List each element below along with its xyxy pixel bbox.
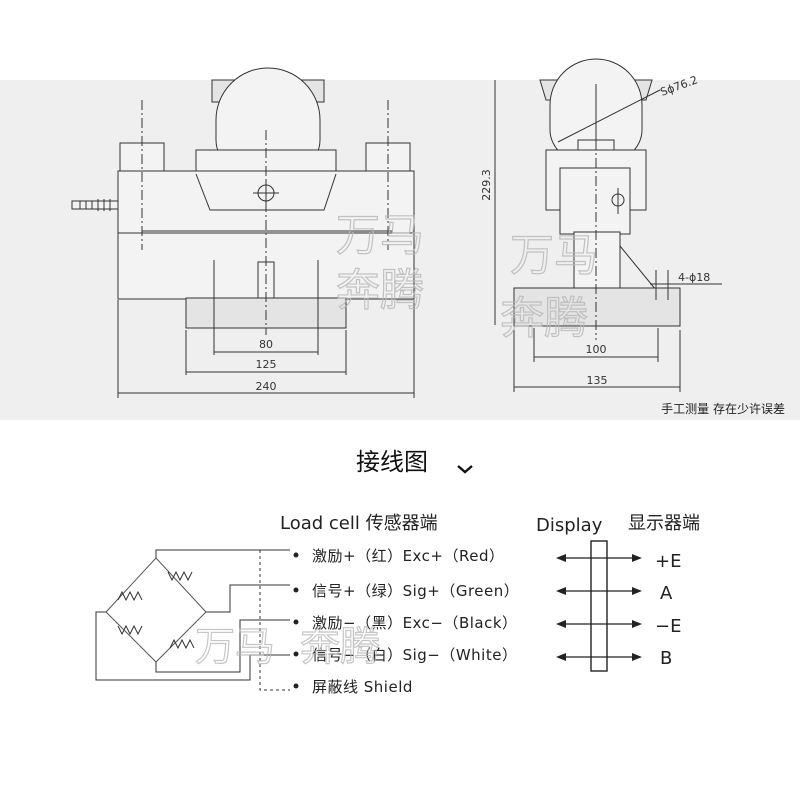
arrow-head-left-2 xyxy=(556,620,566,628)
connection-arrows xyxy=(556,554,642,661)
front-view: 80 125 240 xyxy=(71,67,415,398)
dim-holes: 4-ϕ18 xyxy=(678,271,710,284)
terminal-b: B xyxy=(660,648,672,669)
arrow-head-left-1 xyxy=(556,587,566,595)
watermark-3a: 万马 xyxy=(195,624,275,670)
watermark-2a: 万马 xyxy=(510,230,598,281)
arrow-head-left-0 xyxy=(556,554,566,562)
side-column xyxy=(573,231,621,291)
watermark-1b: 奔腾 xyxy=(336,265,424,316)
dim-229: 229.3 xyxy=(480,169,493,201)
dim-80: 80 xyxy=(259,338,273,351)
terminal-block xyxy=(590,540,608,672)
side-view: 229.3 Sϕ76.2 4-ϕ18 100 135 xyxy=(480,58,722,392)
side-base xyxy=(513,287,681,327)
watermark-2b: 奔腾 xyxy=(500,293,588,344)
terminal-a: A xyxy=(660,583,673,604)
dim-240: 240 xyxy=(256,380,277,393)
watermark-3b: 奔腾 xyxy=(300,624,380,670)
arrow-head-right-2 xyxy=(632,620,642,628)
arrow-head-right-3 xyxy=(632,653,642,661)
display-header: Display xyxy=(536,515,603,536)
chevron-down-icon xyxy=(457,465,473,474)
terminal-plus-e: +E xyxy=(655,551,681,572)
bridge-circuit xyxy=(95,549,290,691)
wire-row-shield: 屏蔽线 Shield xyxy=(312,678,413,696)
arrow-head-right-1 xyxy=(632,587,642,595)
loadcell-header: Load cell 传感器端 xyxy=(280,513,438,534)
measurement-note: 手工测量 存在少许误差 xyxy=(661,402,785,416)
dim-125: 125 xyxy=(256,358,277,371)
terminal-minus-e: −E xyxy=(655,616,681,637)
dim-135: 135 xyxy=(587,374,608,387)
arrow-head-right-0 xyxy=(632,554,642,562)
arrow-head-left-3 xyxy=(556,653,566,661)
cable-gland xyxy=(71,200,119,210)
wire-row-exc-plus: 激励+（红）Exc+（Red） xyxy=(312,547,504,565)
dim-100: 100 xyxy=(586,343,607,356)
wire-row-sig-plus: 信号+（绿）Sig+（Green） xyxy=(312,582,519,600)
display-header-cn: 显示器端 xyxy=(628,513,700,534)
watermark-1a: 万马 xyxy=(336,210,424,261)
wire-row-sig-minus: 信号−（白）Sig−（White） xyxy=(312,646,517,664)
wire-row-exc-minus: 激励−（黑）Exc−（Black） xyxy=(312,614,518,632)
wire-rows: 激励+（红）Exc+（Red） 信号+（绿）Sig+（Green） 激励−（黑）… xyxy=(293,547,519,696)
wiring-title: 接线图 xyxy=(356,448,428,476)
